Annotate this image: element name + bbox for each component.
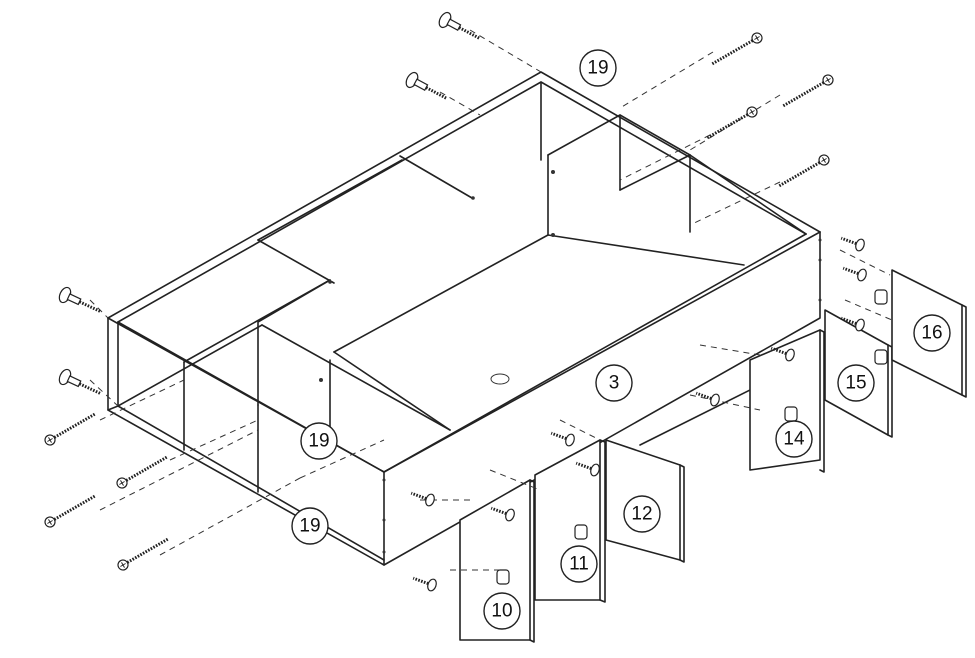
cam-bolt-icon (490, 506, 515, 522)
long-screw-icon (438, 11, 482, 41)
cam-bolt-icon (412, 576, 437, 592)
cam-bolt-icon (410, 491, 435, 507)
inner-dividers (257, 81, 807, 431)
callout-part-14: 14 (775, 420, 813, 458)
long-screw-icon (116, 455, 168, 489)
cam-bolt-icon (575, 461, 600, 477)
callout-label: 16 (921, 323, 942, 344)
callout-label: 10 (491, 601, 512, 622)
callout-part-19-top: 19 (579, 49, 617, 87)
callout-part-19-bottom: 19 (291, 507, 329, 545)
callout-part-15: 15 (837, 364, 875, 402)
callout-part-10: 10 (483, 592, 521, 630)
callout-label: 15 (845, 373, 866, 394)
cam-bolt-icon (695, 391, 720, 407)
rail-holes (382, 238, 822, 554)
long-screw-icon (706, 106, 758, 140)
callout-part-19-left: 19 (300, 422, 338, 460)
long-screw-icon (44, 412, 96, 446)
callout-label: 19 (587, 58, 608, 79)
callout-label: 12 (631, 504, 652, 525)
callout-label: 3 (609, 373, 620, 394)
cam-lock-icon (496, 289, 888, 585)
cam-bolt-icon (770, 346, 795, 362)
long-screw-icon (405, 71, 449, 101)
long-screw-icon (778, 154, 830, 188)
cam-bolt-icon (840, 236, 865, 252)
long-screw-icon (58, 368, 102, 396)
callout-part-12: 12 (623, 495, 661, 533)
cam-bolt-icon (550, 431, 575, 447)
callout-label: 19 (299, 516, 320, 537)
long-screw-icon (711, 32, 763, 66)
long-screw-icon (117, 537, 169, 571)
front-panel-holes (319, 170, 555, 382)
left-compartments (107, 279, 451, 561)
assembly-lines (89, 29, 893, 571)
frame-outline (107, 71, 821, 566)
cam-bolt-icon (842, 266, 867, 282)
long-screw-icon (44, 494, 96, 528)
long-screw-icon (782, 74, 834, 108)
callout-part-3: 3 (595, 364, 633, 402)
long-screw-icon (58, 286, 102, 314)
cable-hole (490, 373, 510, 385)
callout-part-11: 11 (560, 545, 598, 583)
callout-label: 14 (783, 429, 805, 450)
cam-bolt-icon (840, 316, 865, 332)
callout-part-16: 16 (913, 314, 951, 352)
callout-label: 11 (569, 554, 589, 575)
callout-label: 19 (308, 431, 329, 452)
